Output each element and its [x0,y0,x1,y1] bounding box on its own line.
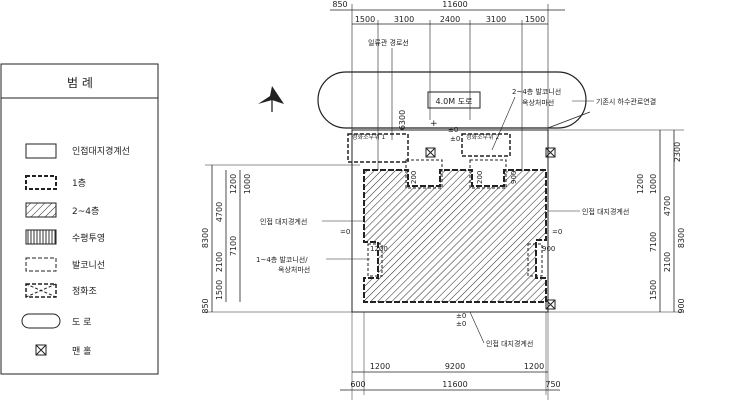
dim-inner-900b: 900 [542,245,555,253]
legend-projection-swatch [25,229,57,245]
dim-left-upper: 1200 [229,174,238,194]
label-roof-eaves-left: 옥상처마선 [278,265,310,274]
zero-mark-6: ±0 [456,312,466,320]
balcony-top-left [405,159,443,189]
dim-right-1500: 1500 [649,280,658,300]
legend-floor2-4-swatch [25,202,57,218]
dim-left-bottom: 850 [201,298,210,313]
balcony-left [367,243,383,277]
legend-projection-label: 수평투영 [72,233,105,244]
zero-mark-4: =0 [340,228,350,236]
zero-mark-5: =0 [552,228,562,236]
dim-v-6300: 6300 [398,110,407,130]
road: 4.0M 도로 [317,71,587,129]
bottom-dimensions: 1200 9200 1200 600 11600 750 [340,312,561,400]
dim-top-seg-5: 1500 [525,15,545,24]
dim-inner-200b: 200 [476,171,484,184]
dim-top-total: 11600 [442,0,467,9]
legend-title: 범 례 [67,76,93,90]
left-dimensions: 1200 1000 4700 8300 7100 2100 1500 850 [201,164,360,314]
legend-septic-label: 정화조 [72,286,97,297]
legend-balcony-label: 발코니선 [72,260,105,271]
dim-top-seg-1: 1500 [355,15,375,24]
legend-manhole-label: 맨 홀 [72,345,91,357]
label-neighbor-left: 인접 대지경계선 [260,217,307,226]
septic-tank-2: 정화조부위 2 [461,133,511,157]
dim-left-7100: 7100 [229,236,238,256]
road-label: 4.0M 도로 [436,97,473,106]
legend-road-swatch [21,313,61,329]
legend-road-label: 도 로 [72,318,91,328]
dim-right-1000: 1000 [649,174,658,194]
right-dimensions: 2300 1200 1000 4700 8300 7100 2100 1500 … [546,129,686,314]
dim-bottom-total: 11600 [442,380,467,389]
manhole-icon [425,147,436,158]
dim-right-4700: 4700 [663,196,672,216]
manhole-icon [545,147,556,158]
dim-right-2100: 2100 [663,252,672,272]
dim-right-8300: 8300 [677,228,686,248]
site-plan: 정화조부위 1 정화조부위 2 ±0 ±0 [347,111,591,313]
legend-floor1-swatch [25,175,57,190]
dim-top-left-edge: 850 [332,0,347,9]
legend-balcony-swatch [25,257,57,272]
label-neighbor-bottom: 인접 대지경계선 [486,339,533,348]
dim-left-outer: 8300 [201,228,210,248]
septic-tank-1: 정화조부위 1 [347,133,409,163]
dim-top-seg-3: 2400 [440,15,460,24]
dim-bottom-9200: 9200 [445,362,465,371]
balcony-top-right [469,159,507,189]
dim-top-seg-2: 3100 [394,15,414,24]
dim-bottom-right: 750 [545,380,560,389]
road-width-box [427,91,481,109]
dim-right-7100: 7100 [649,232,658,252]
septic-tank-2-label: 정화조부위 2 [466,133,500,141]
dim-right-1200: 1200 [636,174,645,194]
dim-inner-1200: 1200 [370,245,388,253]
label-sewer-line: 일류관 경로선 [368,38,409,47]
north-arrow-icon [258,86,284,112]
top-dimensions: 850 11600 1500 3100 2400 3100 1500 6300 [330,0,565,170]
dim-bottom-left: 600 [350,380,365,389]
zero-mark-7: ±0 [456,320,466,328]
legend-floor1-label: 1층 [72,178,86,189]
dim-right-900: 900 [677,298,686,313]
dim-top-seg-4: 3100 [486,15,506,24]
dim-left-upper2: 1000 [243,174,252,194]
label-public-sewer: 기존시 하수관로연결 [596,97,656,106]
legend-manhole-swatch [35,344,47,356]
dim-bottom-1200b: 1200 [524,362,544,371]
zero-mark-2: ±0 [450,135,460,143]
label-balcony-2-4-top: 2~4층 발코니선 [512,87,561,96]
legend-neighbor-label: 인접대지경계선 [72,145,130,157]
manhole-icon [545,299,556,310]
dim-right-top: 2300 [673,142,682,162]
plus-mark: + [430,119,438,129]
label-roof-eaves-top: 옥상처마선 [522,98,554,107]
dim-left-1500: 1500 [215,280,224,300]
septic-tank-1-label: 정화조부위 1 [352,133,386,141]
dim-inner-200a: 200 [410,171,418,184]
building-upper-floors [363,169,547,303]
label-balcony-1-4: 1~4층 발코니선/ [256,255,308,264]
legend-septic-swatch [25,283,57,298]
dim-left-mid: 4700 [215,202,224,222]
dim-left-2100: 2100 [215,252,224,272]
dim-bottom-1200: 1200 [370,362,390,371]
balcony-right [527,243,543,277]
label-neighbor-right: 인접 대지경계선 [582,207,629,216]
legend-floor2-4-label: 2~4층 [72,206,99,217]
legend-neighbor-swatch [25,143,57,159]
dim-inner-900: 900 [510,171,518,184]
legend: 범 례 인접대지경계선 1층 2~4층 수평투영 발코니선 정화조 도 로 맨 … [0,63,159,375]
